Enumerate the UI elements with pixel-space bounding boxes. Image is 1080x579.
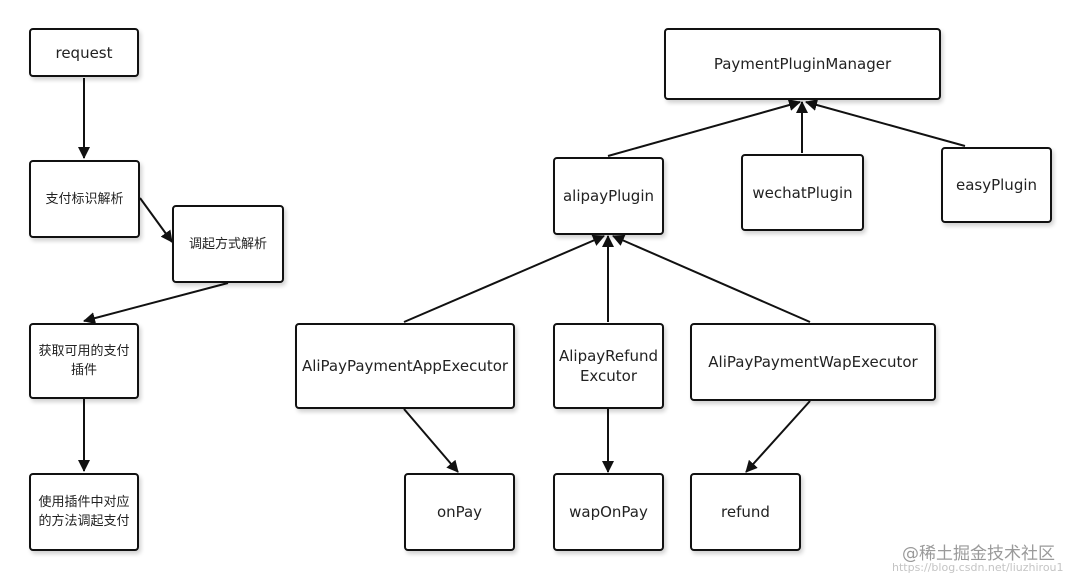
watermark-url: https://blog.csdn.net/liuzhirou1 bbox=[892, 561, 1064, 574]
node-on-pay: onPay bbox=[404, 473, 515, 551]
edge-wap-executor-to-refund bbox=[745, 400, 811, 473]
node-easy-plugin: easyPlugin bbox=[941, 147, 1052, 223]
node-refund: refund bbox=[690, 473, 801, 551]
node-alipay-wap-executor: AliPayPaymentWapExecutor bbox=[690, 323, 936, 401]
node-alipay-plugin: alipayPlugin bbox=[553, 157, 664, 235]
node-parse-invoke-method-label: 调起方式解析 bbox=[188, 236, 267, 252]
node-invoke-plugin-method: 使用插件中对应的方法调起支付 bbox=[29, 473, 139, 551]
node-alipay-app-executor-label: AliPayPaymentAppExecutor bbox=[301, 357, 509, 375]
node-wap-on-pay-label: wapOnPay bbox=[569, 503, 648, 521]
node-wechat-plugin-label: wechatPlugin bbox=[752, 183, 853, 202]
node-request-label: request bbox=[55, 43, 113, 62]
watermark-logo: @稀土掘金技术社区 bbox=[902, 544, 1055, 564]
edge-app-executor-to-on-pay bbox=[403, 408, 459, 473]
node-parse-payment-id: 支付标识解析 bbox=[29, 160, 140, 238]
node-alipay-plugin-label: alipayPlugin bbox=[562, 187, 655, 205]
node-payment-plugin-manager: PaymentPluginManager bbox=[664, 28, 941, 100]
node-wechat-plugin: wechatPlugin bbox=[741, 154, 864, 231]
node-on-pay-label: onPay bbox=[436, 503, 483, 521]
node-get-available-plugin-label: 获取可用的支付插件 bbox=[38, 344, 130, 378]
node-alipay-refund-executor: AlipayRefundExcutor bbox=[553, 323, 664, 409]
node-wap-on-pay: wapOnPay bbox=[553, 473, 664, 551]
edge-easy-plugin-to-manager bbox=[805, 99, 966, 147]
node-refund-label: refund bbox=[721, 503, 770, 521]
node-parse-invoke-method: 调起方式解析 bbox=[172, 205, 284, 283]
node-get-available-plugin: 获取可用的支付插件 bbox=[29, 323, 139, 399]
node-alipay-wap-executor-label: AliPayPaymentWapExecutor bbox=[708, 353, 918, 371]
node-request: request bbox=[29, 28, 139, 77]
node-easy-plugin-label: easyPlugin bbox=[955, 176, 1038, 194]
edge-app-executor-to-alipay-plugin bbox=[403, 234, 605, 323]
node-invoke-plugin-method-label: 使用插件中对应的方法调起支付 bbox=[38, 495, 130, 529]
edge-parse-payment-id-to-parse-invoke-method bbox=[139, 197, 173, 243]
node-alipay-refund-executor-label: AlipayRefundExcutor bbox=[559, 347, 658, 385]
node-parse-payment-id-label: 支付标识解析 bbox=[45, 191, 124, 207]
node-alipay-app-executor: AliPayPaymentAppExecutor bbox=[295, 323, 515, 409]
edge-wap-executor-to-alipay-plugin bbox=[612, 234, 811, 323]
edge-parse-invoke-method-to-get-available-plugin bbox=[83, 282, 229, 324]
edge-alipay-plugin-to-manager bbox=[607, 99, 801, 157]
node-payment-plugin-manager-label: PaymentPluginManager bbox=[713, 55, 892, 73]
